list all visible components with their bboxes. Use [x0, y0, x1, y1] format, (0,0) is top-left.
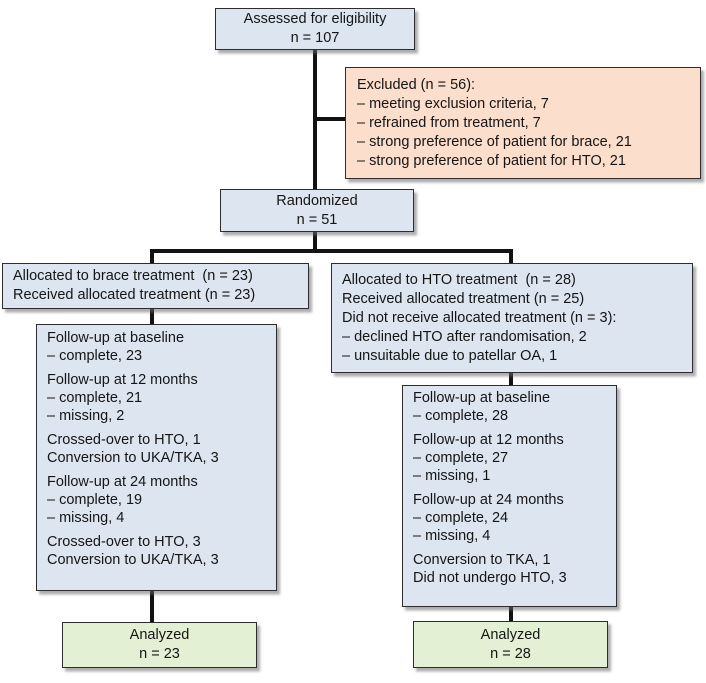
- text-line: – complete, 24: [413, 510, 509, 526]
- text-line: Conversion to TKA, 1: [413, 552, 551, 568]
- text-line: – declined HTO after randomisation, 2: [342, 329, 587, 345]
- hto-followup-box: Follow-up at baseline – complete, 28 Fol…: [402, 385, 617, 607]
- text-line: Follow-up at 24 months: [413, 492, 564, 508]
- text-line: Crossed-over to HTO, 3: [47, 534, 201, 550]
- text-line: – complete, 19: [47, 492, 143, 508]
- text-line: – missing, 4: [413, 528, 491, 544]
- text-line: Follow-up at baseline: [47, 330, 185, 346]
- followup-group: Follow-up at 24 months – complete, 24 – …: [413, 491, 606, 545]
- text-line: – complete, 21: [47, 390, 143, 406]
- connector-brace-followup-to-analyzed: [150, 589, 154, 624]
- assessed-eligibility-box: Assessed for eligibility n = 107: [215, 8, 415, 50]
- excluded-item: – refrained from treatment, 7: [357, 115, 541, 131]
- text-line: Follow-up at 12 months: [47, 372, 198, 388]
- hto-analyzed-box: Analyzed n = 28: [413, 621, 608, 668]
- followup-group: Follow-up at 24 months – complete, 19 – …: [47, 473, 266, 527]
- followup-group: Follow-up at 12 months – complete, 27 – …: [413, 431, 606, 485]
- connector-to-excluded: [314, 117, 346, 121]
- followup-group: Crossed-over to HTO, 3 Conversion to UKA…: [47, 533, 266, 569]
- text-line: – missing, 2: [47, 408, 125, 424]
- followup-group: Crossed-over to HTO, 1 Conversion to UKA…: [47, 431, 266, 467]
- connector-hto-allocation-to-followup: [509, 371, 513, 387]
- connector-split-to-brace-allocation: [150, 251, 154, 265]
- brace-analyzed-box: Analyzed n = 23: [62, 622, 257, 668]
- brace-allocation-box: Allocated to brace treatment (n = 23) Re…: [2, 263, 309, 309]
- text-line: Follow-up at baseline: [413, 390, 551, 406]
- text-line: Allocated to brace treatment (n = 23): [13, 268, 253, 284]
- text-line: Follow-up at 12 months: [413, 432, 564, 448]
- followup-group: Conversion to TKA, 1 Did not undergo HTO…: [413, 551, 606, 587]
- connector-randomized-to-split: [313, 231, 317, 253]
- text-line: Analyzed: [480, 626, 541, 643]
- text-line: Allocated to HTO treatment (n = 28): [342, 272, 576, 288]
- text-line: Did not undergo HTO, 3: [413, 570, 567, 586]
- excluded-title: Excluded (n = 56):: [357, 77, 476, 93]
- brace-followup-box: Follow-up at baseline – complete, 23 Fol…: [36, 324, 277, 591]
- text-line: Received allocated treatment (n = 25): [342, 291, 585, 307]
- text-line: Analyzed: [129, 627, 190, 643]
- excluded-box: Excluded (n = 56): – meeting exclusion c…: [345, 67, 701, 179]
- followup-group: Follow-up at baseline – complete, 23: [47, 329, 266, 365]
- text-line: n = 51: [296, 211, 338, 228]
- text-line: Assessed for eligibility: [243, 11, 387, 27]
- excluded-item: – strong preference of patient for brace…: [357, 134, 632, 150]
- connector-split-horizontal: [150, 249, 513, 253]
- text-line: – complete, 28: [413, 408, 509, 424]
- text-line: – unsuitable due to patellar OA, 1: [342, 348, 558, 364]
- text-line: Conversion to UKA/TKA, 3: [47, 552, 219, 568]
- text-line: Follow-up at 24 months: [47, 474, 198, 490]
- text-line: – complete, 23: [47, 348, 143, 364]
- followup-group: Follow-up at 12 months – complete, 21 – …: [47, 371, 266, 425]
- randomized-box: Randomized n = 51: [220, 189, 414, 232]
- text-line: Randomized: [276, 192, 358, 209]
- connector-hto-followup-to-analyzed: [509, 604, 513, 623]
- followup-group: Follow-up at baseline – complete, 28: [413, 389, 606, 425]
- text-line: Received allocated treatment (n = 23): [13, 287, 256, 303]
- hto-allocation-box: Allocated to HTO treatment (n = 28) Rece…: [331, 263, 693, 373]
- text-line: n = 23: [139, 646, 180, 662]
- text-line: Crossed-over to HTO, 1: [47, 432, 201, 448]
- text-line: – missing, 4: [47, 510, 125, 526]
- excluded-item: – meeting exclusion criteria, 7: [357, 96, 549, 112]
- connector-split-to-hto-allocation: [509, 251, 513, 265]
- text-line: n = 28: [490, 645, 531, 662]
- text-line: n = 107: [290, 30, 340, 46]
- text-line: Did not receive allocated treatment (n =…: [342, 310, 617, 326]
- text-line: – complete, 27: [413, 450, 509, 466]
- excluded-item: – strong preference of patient for HTO, …: [357, 153, 626, 169]
- text-line: – missing, 1: [413, 468, 491, 484]
- connector-brace-allocation-to-followup: [150, 307, 154, 326]
- text-line: Conversion to UKA/TKA, 3: [47, 450, 219, 466]
